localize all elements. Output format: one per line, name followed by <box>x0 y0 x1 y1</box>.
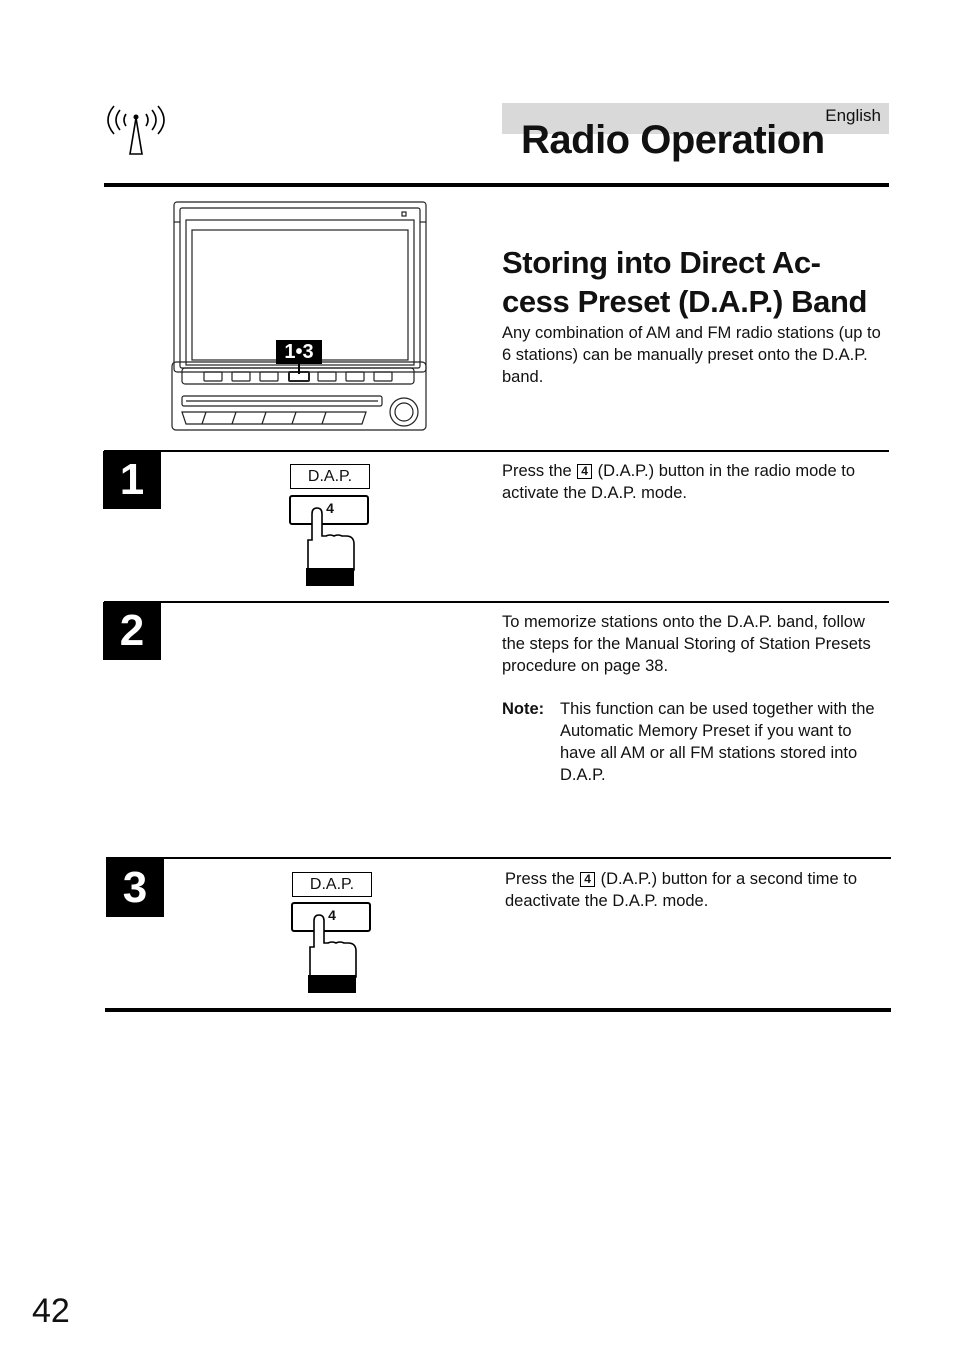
step-1-text-before: Press the <box>502 462 572 480</box>
section-bottom-divider <box>105 1008 891 1012</box>
step-2-number: 2 <box>103 602 161 660</box>
step-1-button-press-illustration <box>288 494 372 588</box>
language-bar <box>502 103 889 134</box>
section-intro: Any combination of AM and FM radio stati… <box>502 324 881 386</box>
antenna-icon <box>100 100 172 158</box>
step-3-number: 3 <box>106 859 164 917</box>
step-3-text-after: (D.A.P.) button for a second time to dea… <box>505 870 858 910</box>
head-unit-illustration <box>166 198 432 434</box>
page-number: 42 <box>32 1292 70 1330</box>
step-3-button-press-illustration <box>290 901 374 995</box>
header-divider <box>104 183 889 187</box>
step-3-key: 4 <box>580 872 595 887</box>
step-2-divider <box>104 601 889 603</box>
step-2-note-text: This function can be used together with … <box>560 700 875 784</box>
section-title: Storing into Direct Ac- cess Preset (D.A… <box>502 245 868 319</box>
step-3-divider <box>106 857 891 859</box>
step-3-button-key: 4 <box>328 907 336 923</box>
page-title: Radio Operation <box>521 118 825 162</box>
figure-callout: 1•3 <box>284 341 314 363</box>
step-1-text: Press the 4 (D.A.P.) button in the radio… <box>502 460 887 504</box>
step-2-note-label: Note: <box>502 700 545 718</box>
step-1-button-key: 4 <box>326 500 334 516</box>
step-1-number: 1 <box>103 451 161 509</box>
language-label: English <box>825 106 881 125</box>
step-1-key: 4 <box>577 464 592 479</box>
step-1-text-after: (D.A.P.) button in the radio mode to act… <box>502 462 856 502</box>
step-3-dap-label: D.A.P. <box>292 872 372 897</box>
step-2-text: To memorize stations onto the D.A.P. ban… <box>502 613 871 675</box>
step-3-text-before: Press the <box>505 870 575 888</box>
step-1-divider <box>104 450 889 452</box>
step-1-dap-label: D.A.P. <box>290 464 370 489</box>
step-3-text: Press the 4 (D.A.P.) button for a second… <box>505 868 890 912</box>
